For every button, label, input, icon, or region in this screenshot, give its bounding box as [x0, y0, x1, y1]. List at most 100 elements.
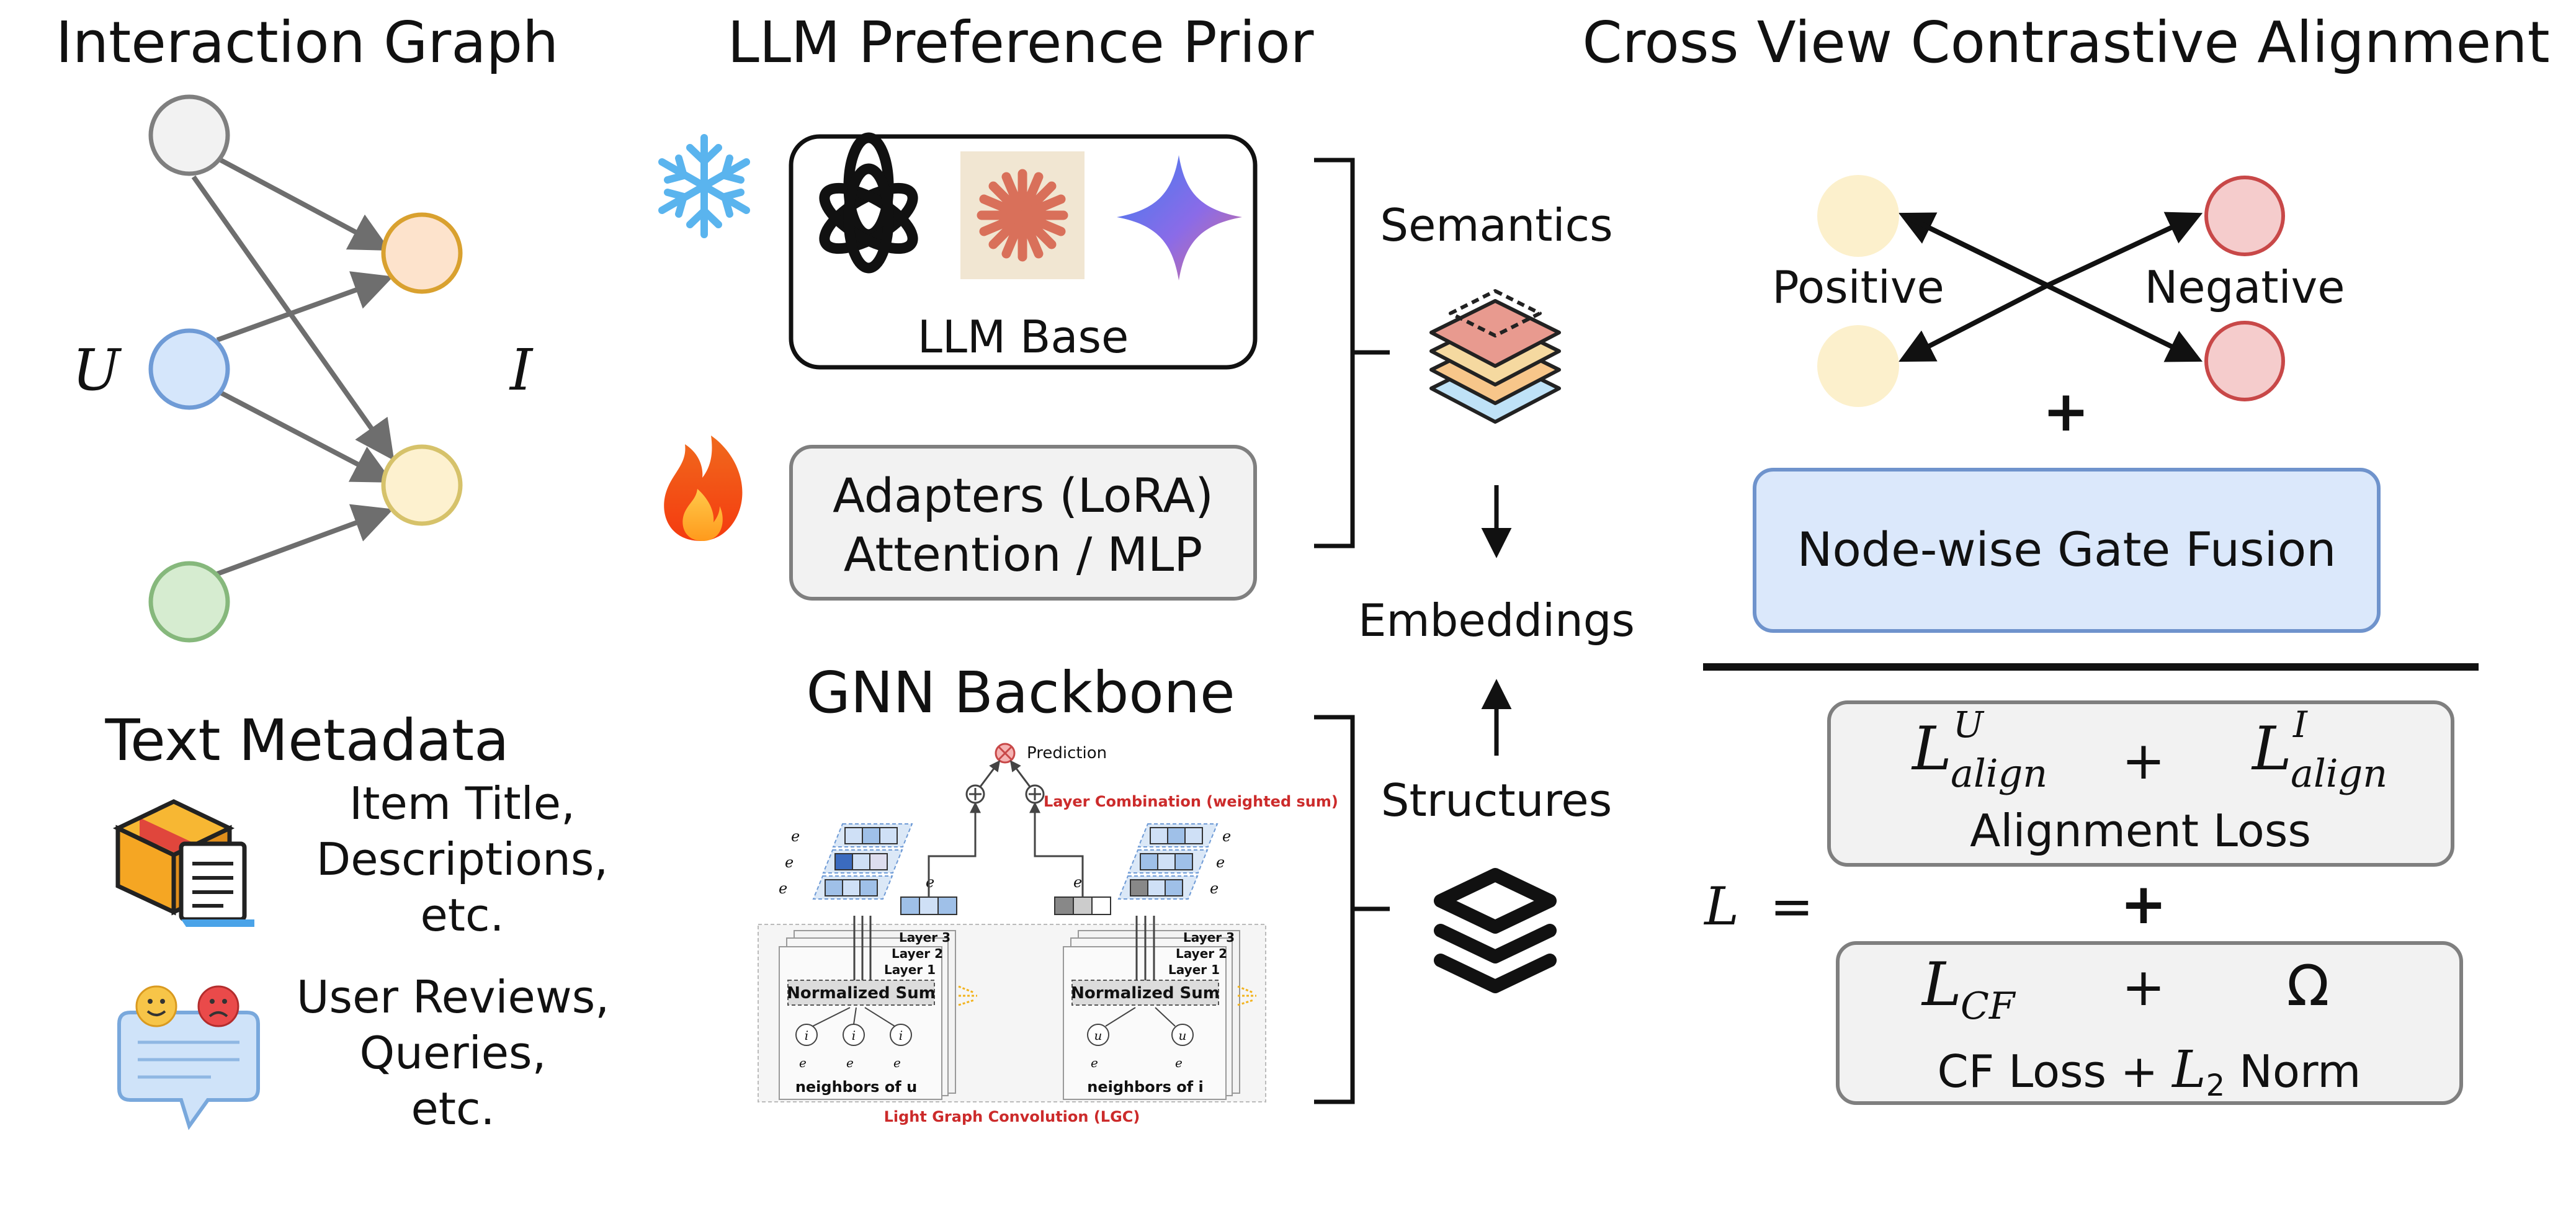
right-layer1-label: Layer 1	[1168, 962, 1220, 977]
adapters-box	[789, 445, 1257, 601]
positive-node-top	[1817, 175, 1899, 257]
graph-edge	[216, 504, 394, 576]
package-icon	[112, 799, 254, 927]
svg-text:i: i	[852, 1028, 856, 1043]
cf-loss-label: CF Loss + L2 Norm	[1938, 1040, 2361, 1103]
align-u-term: L U align	[1911, 704, 2047, 796]
fire-icon	[664, 436, 743, 541]
svg-text:e: e	[1175, 1055, 1183, 1070]
svg-text:i: i	[899, 1028, 903, 1043]
negative-node-bottom	[2204, 321, 2285, 401]
llm-bracket	[1314, 158, 1390, 548]
positive-label: Positive	[1772, 261, 1944, 313]
user-set-label: U	[72, 337, 122, 403]
svg-text:e: e	[893, 1055, 901, 1070]
user-metadata-line2: Queries,	[360, 1027, 547, 1079]
item-set-label: I	[509, 337, 534, 403]
item-metadata-line3: etc.	[421, 889, 504, 941]
plus-sign-bottom: +	[2120, 872, 2167, 937]
align-plus: +	[2122, 730, 2165, 791]
svg-text:e: e	[1210, 880, 1219, 897]
semantics-label: Semantics	[1380, 199, 1612, 251]
user-embedding-stack: e e e e	[779, 823, 957, 915]
svg-text:L: L	[1921, 950, 1962, 1019]
svg-text:L: L	[2251, 714, 2292, 784]
svg-text:e: e	[1216, 854, 1225, 871]
gnn-bracket	[1314, 715, 1390, 1104]
graph-edge	[216, 388, 393, 483]
structures-label: Structures	[1381, 774, 1612, 826]
header-text-metadata: Text Metadata	[105, 707, 509, 774]
svg-text:e: e	[779, 880, 787, 897]
review-bubble-icon	[117, 985, 260, 1130]
item-embedding-stack: e e e e	[1054, 823, 1231, 915]
user-metadata-line1: User Reviews,	[297, 971, 609, 1023]
semantics-layers-icon	[1429, 289, 1561, 424]
adapters-line1: Adapters (LoRA)	[833, 468, 1214, 523]
header-gnn-backbone: GNN Backbone	[806, 659, 1235, 726]
equals-sign: =	[1770, 876, 1813, 937]
gemini-logo-icon	[1117, 155, 1242, 280]
adapters-line2: Attention / MLP	[844, 527, 1202, 582]
svg-text:u: u	[1179, 1028, 1187, 1043]
structures-layers-icon	[1434, 868, 1557, 993]
right-normalized-sum: Normalized Sum	[1071, 984, 1220, 1003]
item-metadata-line1: Item Title,	[349, 777, 575, 829]
right-layer3-label: Layer 3	[1183, 930, 1235, 945]
graph-edge	[216, 271, 394, 342]
alignment-loss-box	[1827, 700, 2454, 867]
gate-fusion-label: Node-wise Gate Fusion	[1797, 522, 2337, 577]
svg-text:i: i	[805, 1028, 808, 1043]
cf-loss-box	[1836, 941, 2463, 1105]
prediction-label: Prediction	[1027, 744, 1107, 762]
header-cross-view-alignment: Cross View Contrastive Alignment	[1582, 9, 2549, 76]
snowflake-icon	[658, 134, 750, 238]
right-layer2-label: Layer 2	[1176, 946, 1227, 961]
graph-node-grey	[148, 94, 230, 176]
interaction-graph: U I	[72, 94, 534, 643]
graph-edge	[216, 156, 391, 251]
svg-text:align: align	[1951, 751, 2047, 796]
header-interaction-graph: Interaction Graph	[56, 9, 559, 76]
svg-text:e: e	[846, 1055, 854, 1070]
positive-node-bottom	[1817, 325, 1899, 407]
svg-text:e: e	[1073, 874, 1082, 891]
total-loss-symbol: L	[1703, 876, 1739, 937]
graph-node-item-orange	[381, 212, 463, 294]
graph-node-green	[148, 561, 230, 643]
embeddings-label: Embeddings	[1358, 594, 1635, 646]
gate-fusion-box	[1753, 468, 2381, 633]
svg-text:e: e	[926, 874, 934, 891]
layer-combination-label: Layer Combination (weighted sum)	[1044, 793, 1338, 810]
svg-text:L: L	[1911, 714, 1952, 784]
right-neighbors-label: neighbors of i	[1087, 1078, 1204, 1096]
svg-text:I: I	[2292, 704, 2308, 746]
negative-label: Negative	[2144, 261, 2345, 313]
graph-node-user	[148, 328, 230, 410]
cf-term: L CF	[1921, 950, 2016, 1028]
svg-text:e: e	[785, 854, 794, 871]
left-neighbors-label: neighbors of u	[795, 1078, 917, 1096]
gnn-diagram: Prediction Layer Combination (weighted s…	[758, 743, 1338, 1125]
openai-logo-icon	[819, 132, 918, 274]
lgc-label: Light Graph Convolution (LGC)	[884, 1108, 1140, 1125]
header-llm-preference-prior: LLM Preference Prior	[728, 9, 1314, 76]
left-layer1-label: Layer 1	[884, 962, 936, 977]
plus-sign-top: +	[2042, 379, 2089, 444]
claude-logo-icon	[960, 151, 1085, 279]
cf-plus: +	[2122, 957, 2165, 1017]
graph-node-item-yellow	[381, 444, 463, 526]
svg-text:e: e	[799, 1055, 807, 1070]
alignment-loss-label: Alignment Loss	[1970, 805, 2311, 857]
negative-node-top	[2204, 176, 2285, 256]
left-layer2-label: Layer 2	[892, 946, 943, 961]
user-metadata-line3: etc.	[411, 1083, 495, 1135]
omega-term: Ω	[2287, 954, 2330, 1019]
llm-base-label: LLM Base	[918, 311, 1129, 363]
svg-text:u: u	[1094, 1028, 1102, 1043]
contrastive-diagram: Positive Negative	[1772, 175, 2345, 407]
left-normalized-sum: Normalized Sum	[787, 984, 936, 1003]
item-metadata-line2: Descriptions,	[316, 833, 608, 885]
svg-text:e: e	[1222, 828, 1231, 845]
svg-text:align: align	[2291, 751, 2387, 796]
